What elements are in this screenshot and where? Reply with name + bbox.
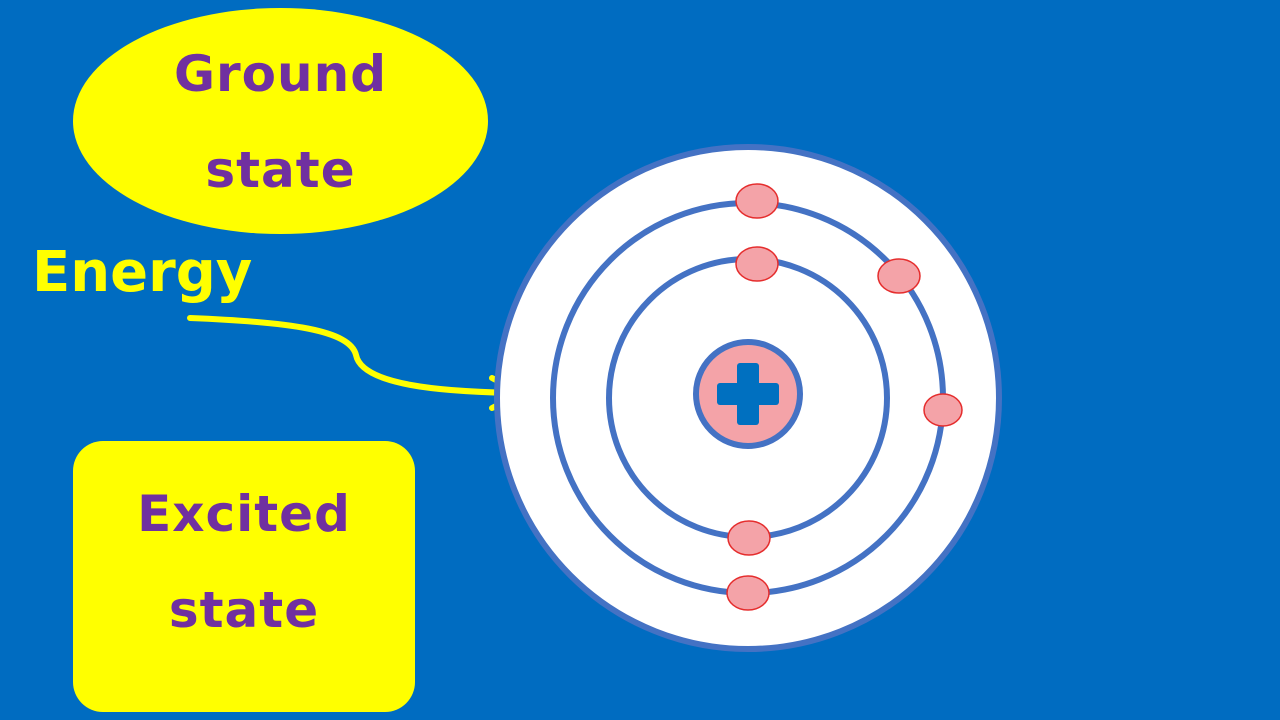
excited-state-label: Excited state xyxy=(73,466,415,658)
energy-label: Energy xyxy=(32,240,253,305)
electron-top-outer xyxy=(735,183,779,219)
ground-state-bubble xyxy=(73,8,488,234)
ground-state-label: Ground state xyxy=(73,26,488,218)
plus-icon xyxy=(717,363,779,425)
excited-state-line-1: Excited xyxy=(137,485,351,543)
ground-state-line-1: Ground xyxy=(173,45,388,103)
electron-bottom-outer xyxy=(726,575,770,611)
energy-arrow xyxy=(187,315,523,396)
ground-state-line-2: state xyxy=(205,141,356,199)
electrons xyxy=(726,183,963,611)
excited-state-box xyxy=(73,441,415,712)
electron-right xyxy=(923,393,963,427)
electron-upper-right xyxy=(877,258,921,294)
excited-state-line-2: state xyxy=(168,581,320,639)
electron-top-inner xyxy=(735,246,779,282)
electron-bottom-inner xyxy=(727,520,771,556)
